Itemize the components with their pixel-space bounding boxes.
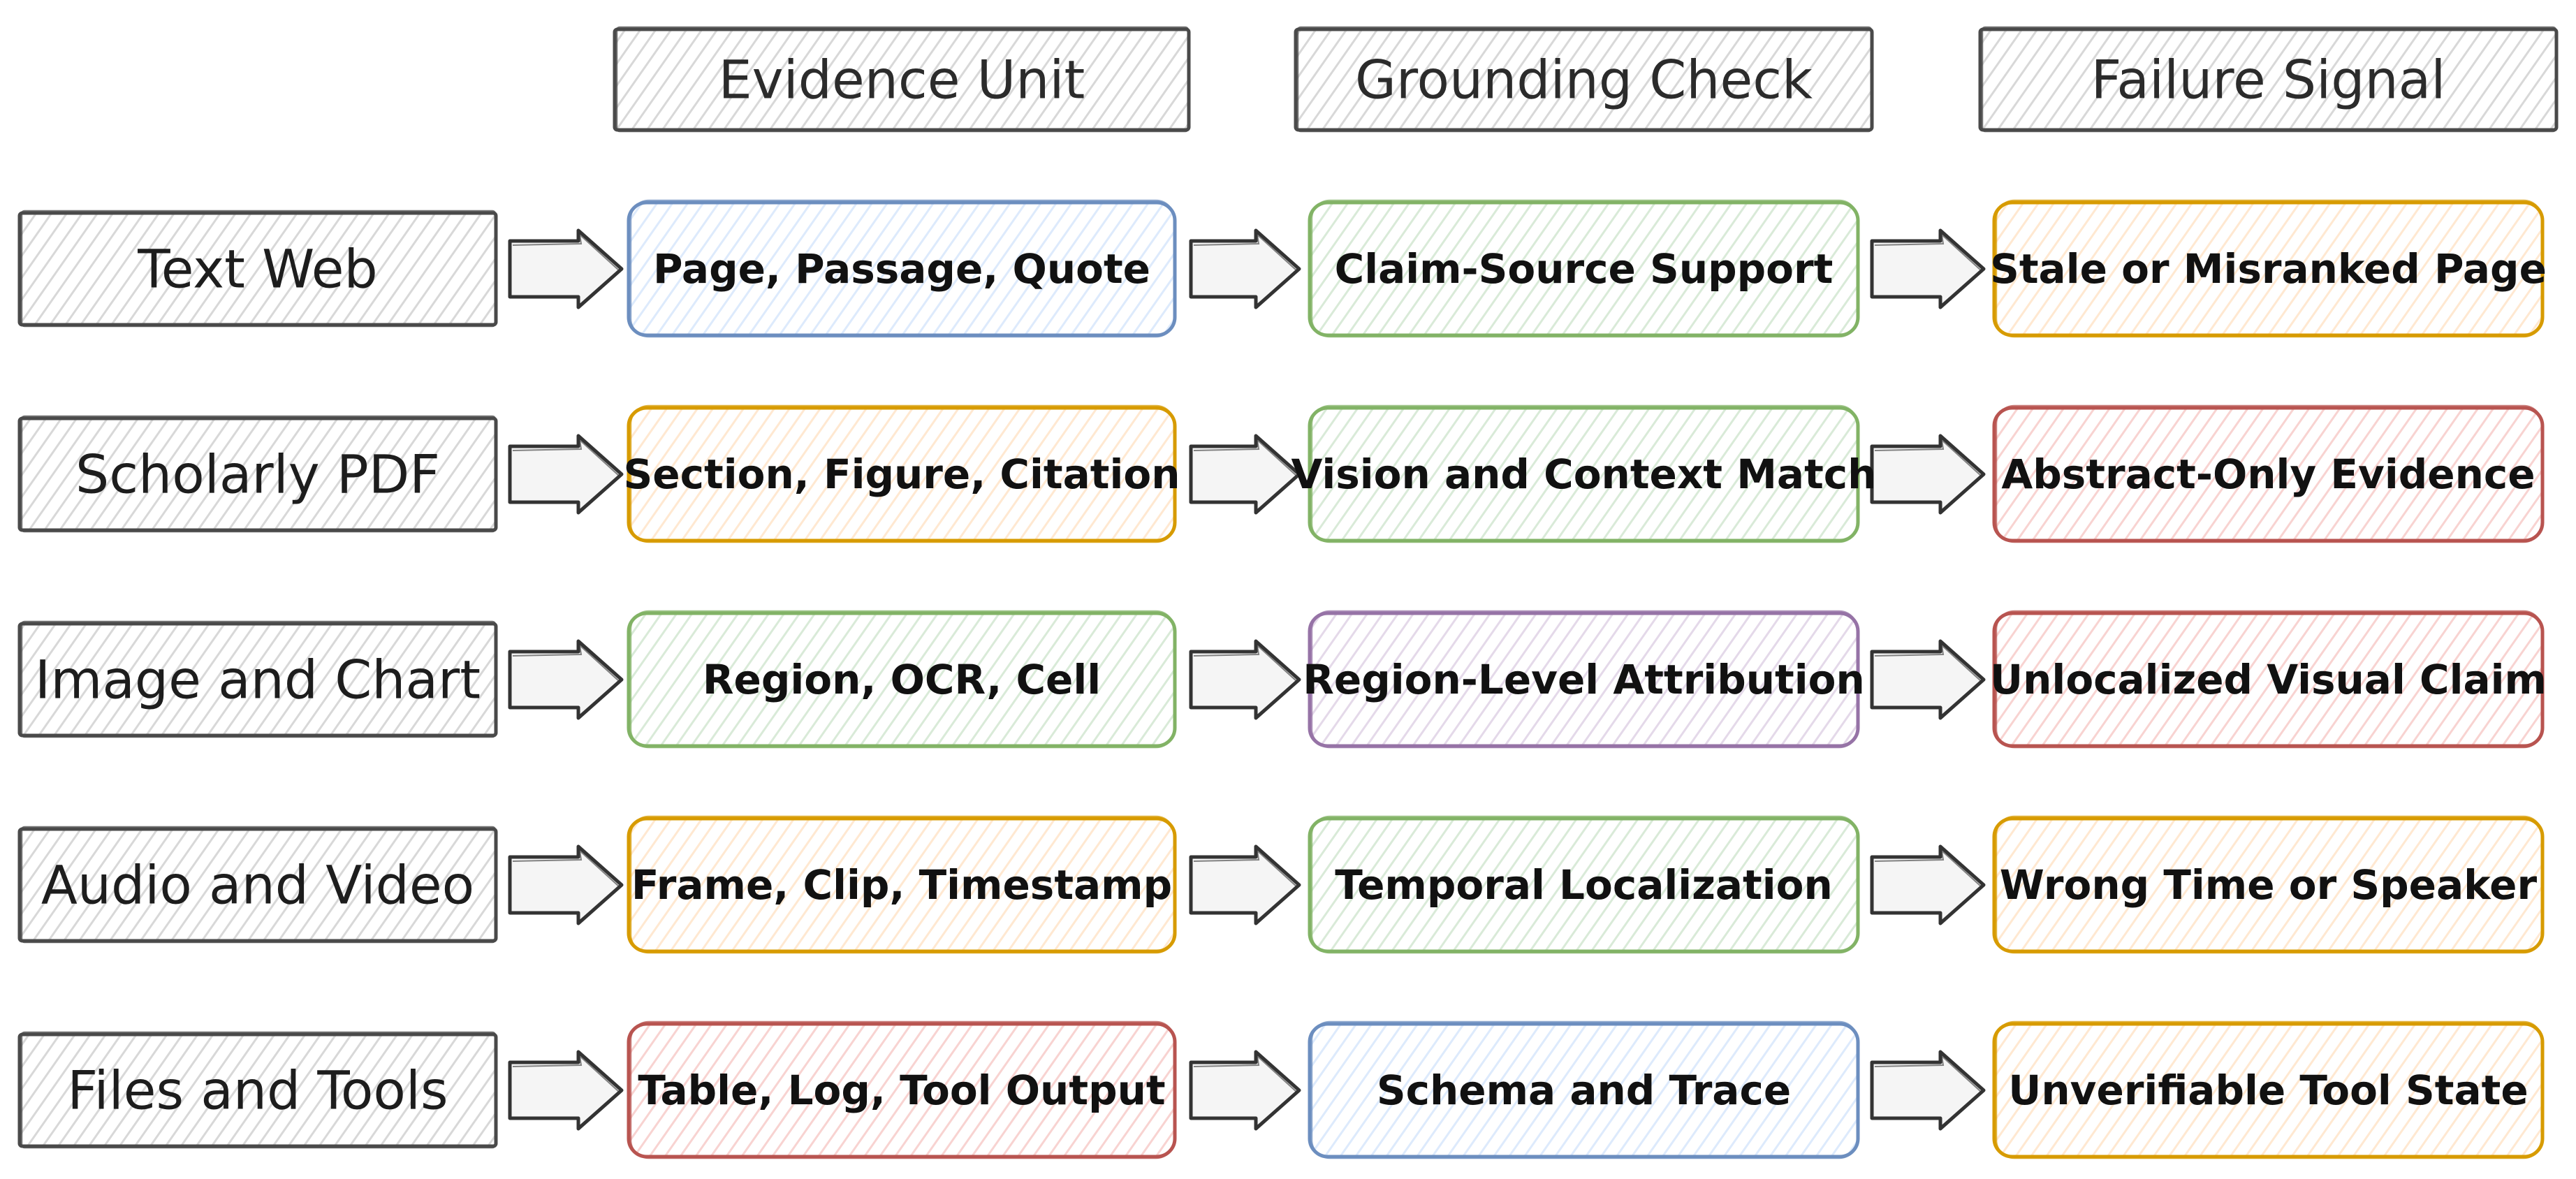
evidence-unit-label: Page, Passage, Quote (653, 245, 1150, 293)
flow-arrow-icon (1870, 639, 1986, 720)
evidence-unit-label: Section, Figure, Citation (624, 451, 1180, 498)
diagram-row: Scholarly PDF Section, Figure, Citation Vi… (17, 404, 2545, 543)
flow-arrow-icon (1189, 434, 1301, 515)
source-box (17, 826, 498, 944)
flow-arrow-icon (508, 228, 624, 309)
grounding-check-box (1308, 610, 1860, 749)
failure-signal-box (1992, 199, 2545, 338)
flow-arrow-icon (508, 1050, 624, 1131)
failure-signal-box (1992, 815, 2545, 954)
failure-signal-label: Stale or Misranked Page (1990, 245, 2547, 293)
grounding-check-box (1308, 199, 1860, 338)
flow-arrow-icon (1870, 228, 1986, 309)
flow-arrow-icon (1870, 1050, 1986, 1131)
column-header-box (613, 26, 1191, 133)
diagram-row: Image and Chart Region, OCR, Cell Region-L… (17, 610, 2547, 749)
diagram-row: Text Web Page, Passage, Quote Claim-Source… (17, 199, 2547, 338)
evidence-unit-label: Frame, Clip, Timestamp (631, 861, 1172, 909)
grounding-check-box (1308, 1020, 1860, 1159)
evidence-unit-box (627, 815, 1177, 954)
failure-signal-box (1992, 404, 2545, 543)
failure-signal-label: Unverifiable Tool State (2008, 1067, 2528, 1114)
evidence-unit-box (627, 610, 1177, 749)
flow-arrow-icon (1189, 844, 1301, 925)
grounding-check-label: Schema and Trace (1377, 1067, 1791, 1114)
source-label: Scholarly PDF (75, 444, 440, 506)
source-label: Text Web (137, 238, 378, 300)
failure-signal-box (1992, 1020, 2545, 1159)
evidence-unit-box (627, 1020, 1177, 1159)
source-label: Audio and Video (41, 854, 474, 916)
column-header: Failure Signal (2091, 49, 2446, 111)
source-box (17, 415, 498, 533)
failure-signal-label: Abstract-Only Evidence (2001, 451, 2535, 498)
source-box (17, 210, 498, 328)
grounding-check-label: Vision and Context Match (1291, 451, 1877, 498)
column-header-box (1294, 26, 1874, 133)
evidence-unit-box (627, 404, 1177, 543)
source-label: Image and Chart (35, 649, 481, 711)
grounding-check-label: Region-Level Attribution (1303, 656, 1865, 703)
source-box (17, 620, 498, 738)
diagram-row: Audio and Video Frame, Clip, Timestamp Tem… (17, 815, 2545, 954)
flow-arrow-icon (1870, 434, 1986, 515)
source-box (17, 1031, 498, 1149)
flow-arrow-icon (508, 639, 624, 720)
column-header: Grounding Check (1355, 49, 1813, 111)
failure-signal-label: Wrong Time or Speaker (2000, 861, 2538, 909)
flow-arrow-icon (1870, 844, 1986, 925)
grounding-check-label: Temporal Localization (1335, 861, 1833, 909)
flow-arrow-icon (1189, 228, 1301, 309)
evidence-unit-box (627, 199, 1177, 338)
flow-arrow-icon (1189, 1050, 1301, 1131)
evidence-unit-label: Table, Log, Tool Output (638, 1067, 1165, 1114)
flow-arrow-icon (1189, 639, 1301, 720)
grounding-check-box (1308, 815, 1860, 954)
grounding-check-label: Claim-Source Support (1335, 245, 1834, 293)
diagram-row: Files and Tools Table, Log, Tool Output Sc… (17, 1020, 2545, 1159)
source-label: Files and Tools (67, 1060, 448, 1122)
column-header: Evidence Unit (719, 49, 1085, 111)
column-header-box (1978, 26, 2559, 133)
failure-signal-label: Unlocalized Visual Claim (1990, 656, 2547, 703)
flow-arrow-icon (508, 844, 624, 925)
flow-arrow-icon (508, 434, 624, 515)
grounding-check-box (1308, 404, 1860, 543)
evidence-unit-label: Region, OCR, Cell (703, 656, 1101, 703)
failure-signal-box (1992, 610, 2545, 749)
